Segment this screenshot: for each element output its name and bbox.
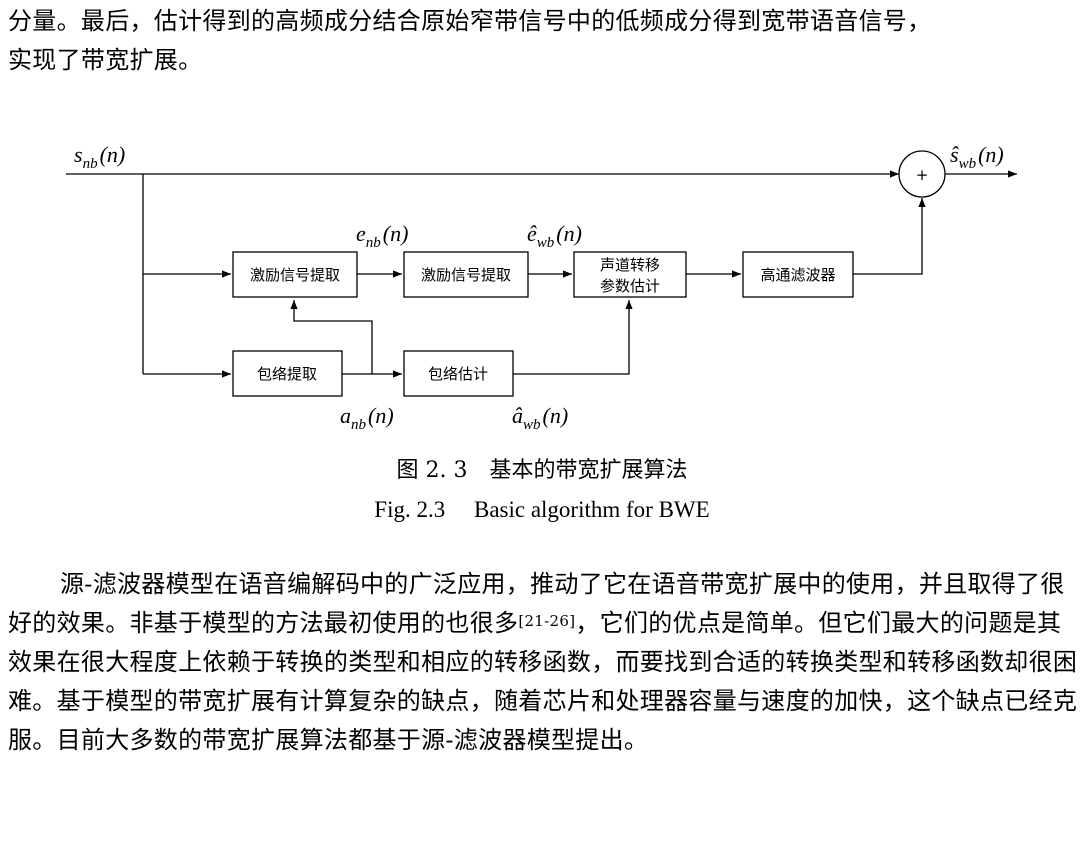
- vocal-tract-label-line1: 声道转移: [600, 256, 660, 274]
- excitation-extract-block: 激励信号提取: [232, 251, 358, 298]
- signal-a-nb: anb(n): [340, 403, 394, 433]
- a-wb-wire: [513, 300, 633, 375]
- highpass-filter-block: 高通滤波器: [742, 251, 854, 298]
- adder-node: +: [898, 150, 946, 198]
- paragraph-top-line1: 分量。最后，估计得到的高频成分结合原始窄带信号中的低频成分得到宽带语音信号，: [8, 7, 932, 35]
- envelope-extract-block: 包络提取: [232, 350, 343, 397]
- highpass-to-adder-wire: [853, 198, 926, 275]
- vocal-tract-label-line2: 参数估计: [600, 277, 660, 295]
- signal-e-wb-hat: êwb(n): [527, 221, 582, 251]
- excitation-extract-label: 激励信号提取: [250, 266, 340, 284]
- citation-reference: [21-26]: [518, 612, 576, 630]
- paragraph-bottom: 源-滤波器模型在语音编解码中的广泛应用，推动了它在语音带宽扩展中的使用，并且取得…: [8, 565, 1080, 760]
- paragraph-top: 分量。最后，估计得到的高频成分结合原始窄带信号中的低频成分得到宽带语音信号， 实…: [8, 2, 1080, 80]
- paragraph-bottom-part2: ，它们的优点是简单。但它们最大的问题是其效果在很大程度上依赖于转换的类型和相应的…: [8, 609, 1078, 754]
- envelope-feedback-wire: [290, 300, 373, 374]
- paragraph-top-line2: 实现了带宽扩展。: [8, 46, 203, 74]
- figure-caption-en: Fig. 2.3 Basic algorithm for BWE: [374, 497, 710, 522]
- adder-plus-sign: +: [916, 166, 929, 184]
- envelope-estimate-label: 包络估计: [428, 365, 488, 383]
- paragraph-bottom-part1: 源-滤波器模型在语音编解码中的广泛应用，推动了它在语音带宽扩展中的使用，并且取得…: [8, 570, 1065, 637]
- envelope-extract-label: 包络提取: [257, 365, 317, 383]
- vocal-tract-estimate-block: 声道转移 参数估计: [573, 251, 687, 298]
- bwe-block-diagram: + 激励信号提取 激励信号提取 声道转移 参数估计 高通滤波器 包络提取 包络估…: [66, 142, 1017, 433]
- signal-e-nb: enb(n): [356, 221, 408, 251]
- highpass-filter-label: 高通滤波器: [760, 266, 835, 284]
- figure-caption-cn: 图 2. 3 基本的带宽扩展算法: [396, 458, 688, 483]
- excitation-estimate-block: 激励信号提取: [403, 251, 529, 298]
- excitation-estimate-label: 激励信号提取: [421, 266, 511, 284]
- signal-s-nb: snb(n): [74, 142, 125, 172]
- signal-s-wb-hat: ŝwb(n): [950, 142, 1004, 172]
- envelope-estimate-block: 包络估计: [403, 350, 514, 397]
- signal-a-wb-hat: âwb(n): [512, 403, 568, 433]
